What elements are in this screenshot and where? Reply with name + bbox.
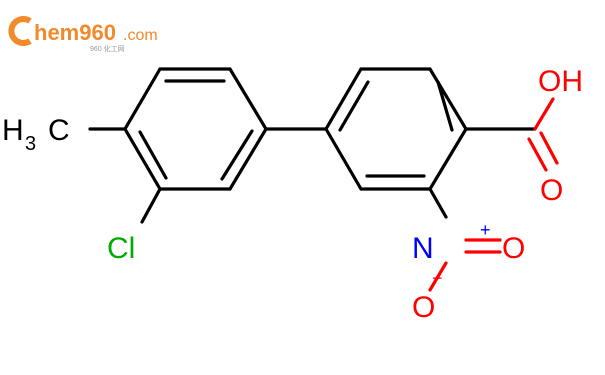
logo-domain: .com — [123, 27, 158, 44]
logo-brand: hem960 — [34, 20, 116, 45]
carbonyl-o-label: O — [540, 174, 563, 207]
methyl-label: H 3 C — [2, 114, 70, 155]
nitro-o1-label: O — [502, 232, 525, 265]
bond — [428, 127, 468, 191]
bond — [123, 127, 162, 191]
logo-c-icon — [8, 16, 32, 46]
acid-co-bond — [527, 137, 548, 172]
nitro-o-single-bond — [428, 261, 448, 292]
bond — [228, 67, 268, 131]
methyl-c: C — [48, 114, 70, 147]
right-ring — [324, 67, 468, 191]
logo-tagline: 960 化工网 — [90, 44, 125, 53]
nitro-n-label: N — [412, 232, 434, 265]
chlorine-bond — [140, 187, 162, 224]
nitro-bond — [428, 187, 448, 219]
bond — [428, 67, 468, 131]
bond-inner — [338, 80, 370, 132]
methyl-h: H — [2, 114, 24, 147]
nitro-plus: + — [480, 220, 491, 240]
hydroxyl-label: OH — [538, 65, 583, 98]
acid-co-bond-2 — [539, 131, 559, 165]
bond-inner — [436, 80, 454, 132]
methyl-subscript: 3 — [25, 133, 36, 155]
left-ring — [123, 67, 268, 191]
nitro-minus: − — [432, 268, 443, 288]
bond — [228, 127, 268, 191]
bond — [324, 127, 363, 191]
site-logo: hem960 .com 960 化工网 — [8, 16, 158, 53]
acid-oh-bond — [533, 97, 555, 131]
bond-inner — [220, 129, 254, 181]
chlorine-label: Cl — [107, 232, 135, 265]
nitro-o2-label: O — [412, 291, 435, 324]
bond-inner — [138, 130, 168, 180]
bond — [324, 67, 363, 131]
bond — [123, 67, 162, 131]
